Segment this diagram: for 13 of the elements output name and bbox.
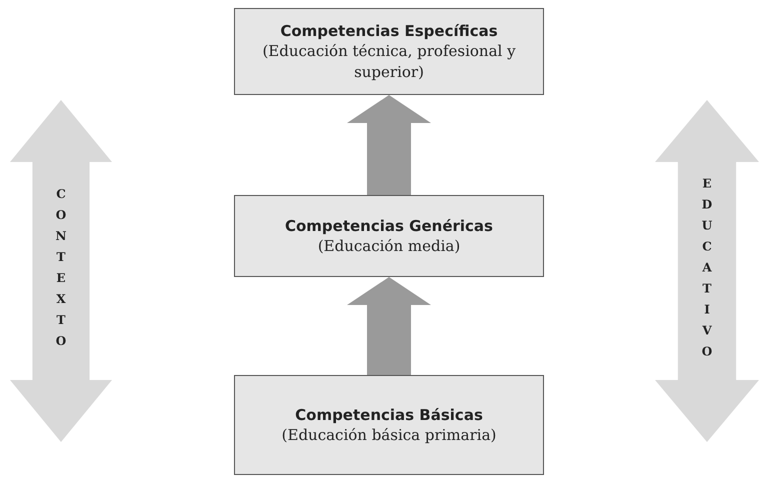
box-heading: Competencias Específicas <box>280 20 498 40</box>
block-arrow <box>347 95 431 195</box>
competency-box <box>234 375 544 475</box>
box-heading: Competencias Genéricas <box>284 216 493 236</box>
competency-box <box>234 8 544 95</box>
vertical-label: CONTEXTO <box>54 187 68 355</box>
block-arrow <box>347 277 431 375</box>
box-subtitle: (Educación técnica, profesional y superior) <box>261 40 517 82</box>
competency-box <box>234 195 544 277</box>
vertical-label: EDUCATIVO <box>700 176 714 366</box>
box-heading: Competencias Básicas <box>295 404 483 424</box>
box-subtitle: (Educación básica primaria) <box>282 424 496 446</box>
box-subtitle: (Educación media) <box>318 236 460 256</box>
